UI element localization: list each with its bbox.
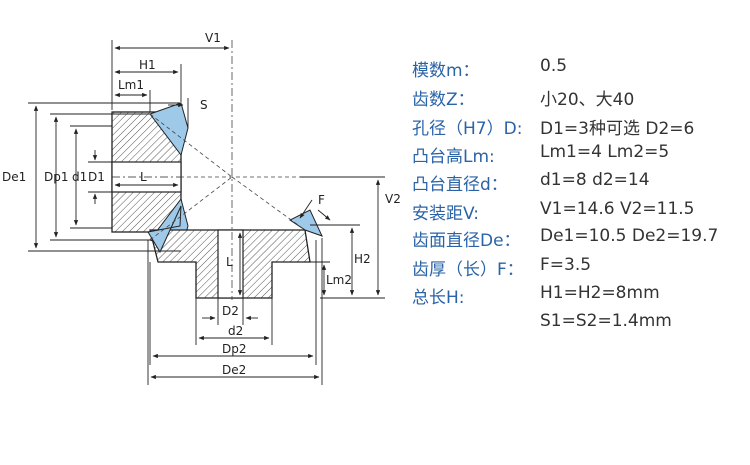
spec-label: 总长H: (412, 288, 465, 308)
spec-label: 孔径（H7）D: (412, 119, 523, 139)
spec-value: H1=H2=8mm (540, 283, 660, 303)
spec-label: 凸台直径d： (412, 175, 508, 195)
label-dp1: Dp1 (44, 170, 69, 184)
spec-label: 齿数Z： (412, 90, 475, 110)
label-lm1: Lm1 (118, 78, 144, 92)
label-l-top: L (140, 170, 147, 184)
ring-gear (147, 205, 323, 299)
label-dp2: Dp2 (222, 342, 247, 356)
dimension-labels: V1 H1 Lm1 S De1 Dp1 d1 D1 L F V2 L H2 Lm… (2, 31, 401, 377)
spec-label: 齿面直径De： (412, 231, 521, 251)
label-v1: V1 (205, 31, 221, 45)
spec-value: V1=14.6 V2=11.5 (540, 199, 695, 219)
label-s: S (200, 98, 208, 112)
spec-label: 齿厚（长）F： (412, 260, 524, 280)
label-f: F (318, 193, 325, 207)
label-d1-bore: D1 (88, 170, 105, 184)
spec-value: 小20、大40 (540, 90, 635, 110)
spec-value: S1=S2=1.4mm (540, 311, 672, 331)
pinion-gear (111, 102, 189, 252)
label-h2: H2 (354, 252, 371, 266)
label-h1: H1 (139, 58, 156, 72)
spec-label: 凸台高Lm: (412, 147, 495, 167)
spec-value: Lm1=4 Lm2=5 (540, 142, 670, 162)
label-de1: De1 (2, 170, 26, 184)
spec-value: 0.5 (540, 56, 568, 76)
label-de2: De2 (222, 363, 246, 377)
spec-value: F=3.5 (540, 255, 592, 275)
spec-label: 安装距V: (412, 204, 479, 224)
label-v2: V2 (385, 192, 401, 206)
label-d2: d2 (228, 324, 243, 338)
label-lm2: Lm2 (326, 273, 352, 287)
spec-label: 模数m： (412, 61, 480, 81)
dimension-lines (28, 40, 385, 385)
label-l-bottom: L (226, 255, 233, 269)
label-d1: d1 (72, 170, 87, 184)
spec-value: D1=3种可选 D2=6 (540, 119, 695, 139)
spec-value: d1=8 d2=14 (540, 170, 650, 190)
label-d2-bore: D2 (222, 304, 239, 318)
spec-value: De1=10.5 De2=19.7 (540, 226, 719, 246)
